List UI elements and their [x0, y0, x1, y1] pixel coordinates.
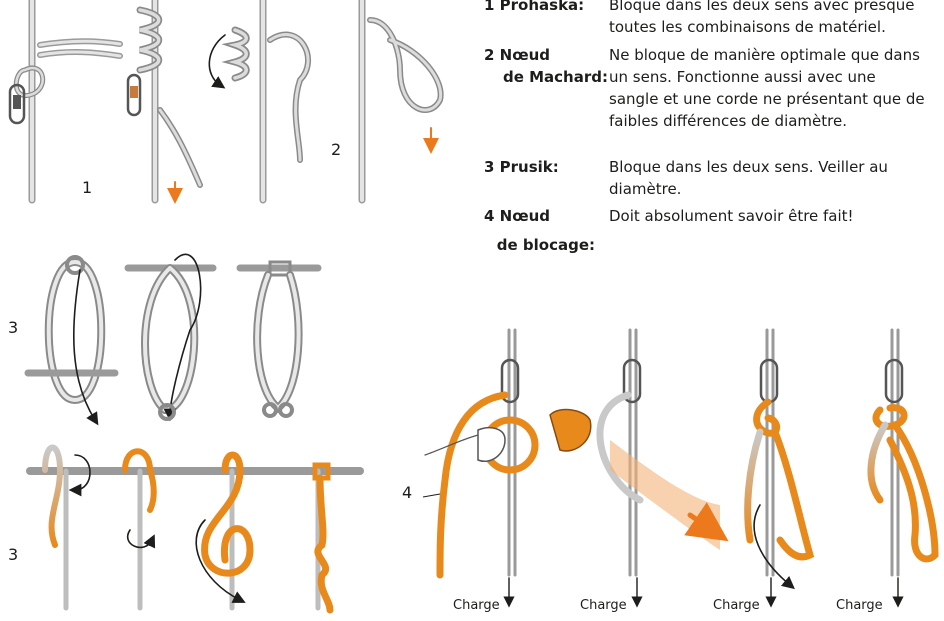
- prohaska-step-b: [128, 0, 200, 200]
- blocking-knot-step-1: [425, 330, 535, 602]
- knot-term-machard-line2: de Machard:: [484, 66, 608, 88]
- knot-term-prohaska: 1 Prohaska:: [484, 0, 604, 16]
- prusik-orange-sequence: [30, 448, 360, 611]
- charge-label-3: Charge: [713, 598, 760, 613]
- figure-number-2: 2: [331, 140, 341, 159]
- figure-number-1: 1: [82, 178, 92, 197]
- figure-number-3-top: 3: [8, 318, 18, 337]
- figure-number-3-bottom: 3: [8, 545, 18, 564]
- knot-desc-machard: Ne bloque de manière optimale que dans u…: [609, 44, 929, 132]
- prusik-step-c: [240, 262, 318, 416]
- blocking-knot-step-3: [748, 330, 810, 602]
- hand-icon: [478, 428, 505, 462]
- carabiner-icon: [886, 360, 902, 402]
- knot-term-blocage-line1: 4 Nœud: [484, 205, 604, 227]
- prohaska-step-a: [10, 0, 120, 200]
- knot-term-blocage-line2: de blocage:: [484, 234, 595, 256]
- blocking-knot-step-2: [550, 330, 720, 602]
- machard-step-b: [362, 0, 441, 200]
- blocking-knot-step-4: [871, 330, 935, 602]
- charge-label-1: Charge: [453, 598, 500, 613]
- figure-number-4: 4: [402, 483, 412, 502]
- charge-label-4: Charge: [836, 598, 883, 613]
- knot-desc-prohaska: Bloque dans les deux sens avec presque t…: [609, 0, 929, 38]
- machard-step-a: [209, 0, 308, 200]
- knot-term-prusik: 3 Prusik:: [484, 156, 604, 178]
- charge-label-2: Charge: [580, 598, 627, 613]
- knot-term-machard-line1: 2 Nœud: [484, 44, 604, 66]
- prusik-step-b: [128, 254, 213, 419]
- knot-desc-blocage: Doit absolument savoir être fait!: [609, 205, 929, 227]
- carabiner-icon: [761, 360, 777, 402]
- knot-desc-prusik: Bloque dans les deux sens. Veiller au di…: [609, 156, 929, 200]
- hand-icon: [550, 410, 591, 451]
- prusik-step-a: [28, 257, 115, 420]
